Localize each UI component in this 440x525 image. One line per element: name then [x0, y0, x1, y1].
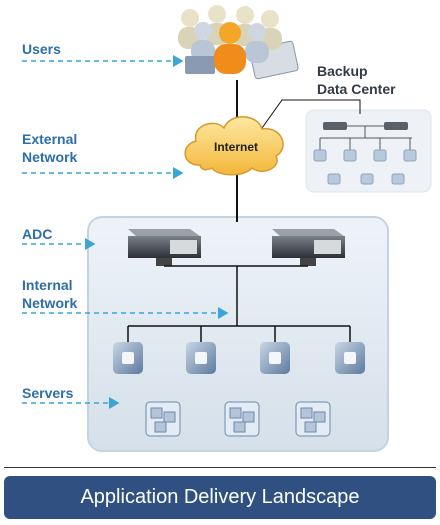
backup-server-icons — [313, 149, 417, 185]
backup-datacenter-panel — [305, 109, 432, 193]
backup-adc-icons — [323, 122, 408, 130]
external-network-label: External Network — [22, 131, 78, 165]
users-label: Users — [22, 41, 61, 57]
backup-connections — [319, 125, 412, 150]
internet-label: Internet — [214, 140, 258, 154]
dashed-arrows — [22, 55, 229, 409]
adc-label: ADC — [22, 226, 53, 242]
server-cube-2 — [186, 342, 216, 374]
servers-label: Servers — [22, 385, 74, 401]
server-cube-4 — [335, 342, 365, 374]
title-text: Application Delivery Landscape — [80, 486, 360, 508]
server-cube-3 — [260, 342, 290, 374]
server-stack-2 — [224, 401, 260, 437]
internal-network-label: Internal Network — [22, 277, 78, 311]
divider — [4, 467, 436, 468]
backup-datacenter-label: Backup Data Center — [317, 63, 396, 97]
server-stack-1 — [145, 401, 181, 437]
server-cube-1 — [113, 342, 143, 374]
server-stack-3 — [295, 401, 331, 437]
internet-cloud — [184, 116, 284, 176]
network-diagram: Internet — [22, 5, 432, 452]
adc-appliance-left — [128, 229, 201, 266]
internal-network-links — [127, 265, 351, 342]
users-icon — [178, 5, 299, 80]
backup-link — [261, 99, 361, 129]
title-banner: Application Delivery Landscape — [4, 476, 436, 519]
adc-appliance-right — [272, 229, 345, 266]
